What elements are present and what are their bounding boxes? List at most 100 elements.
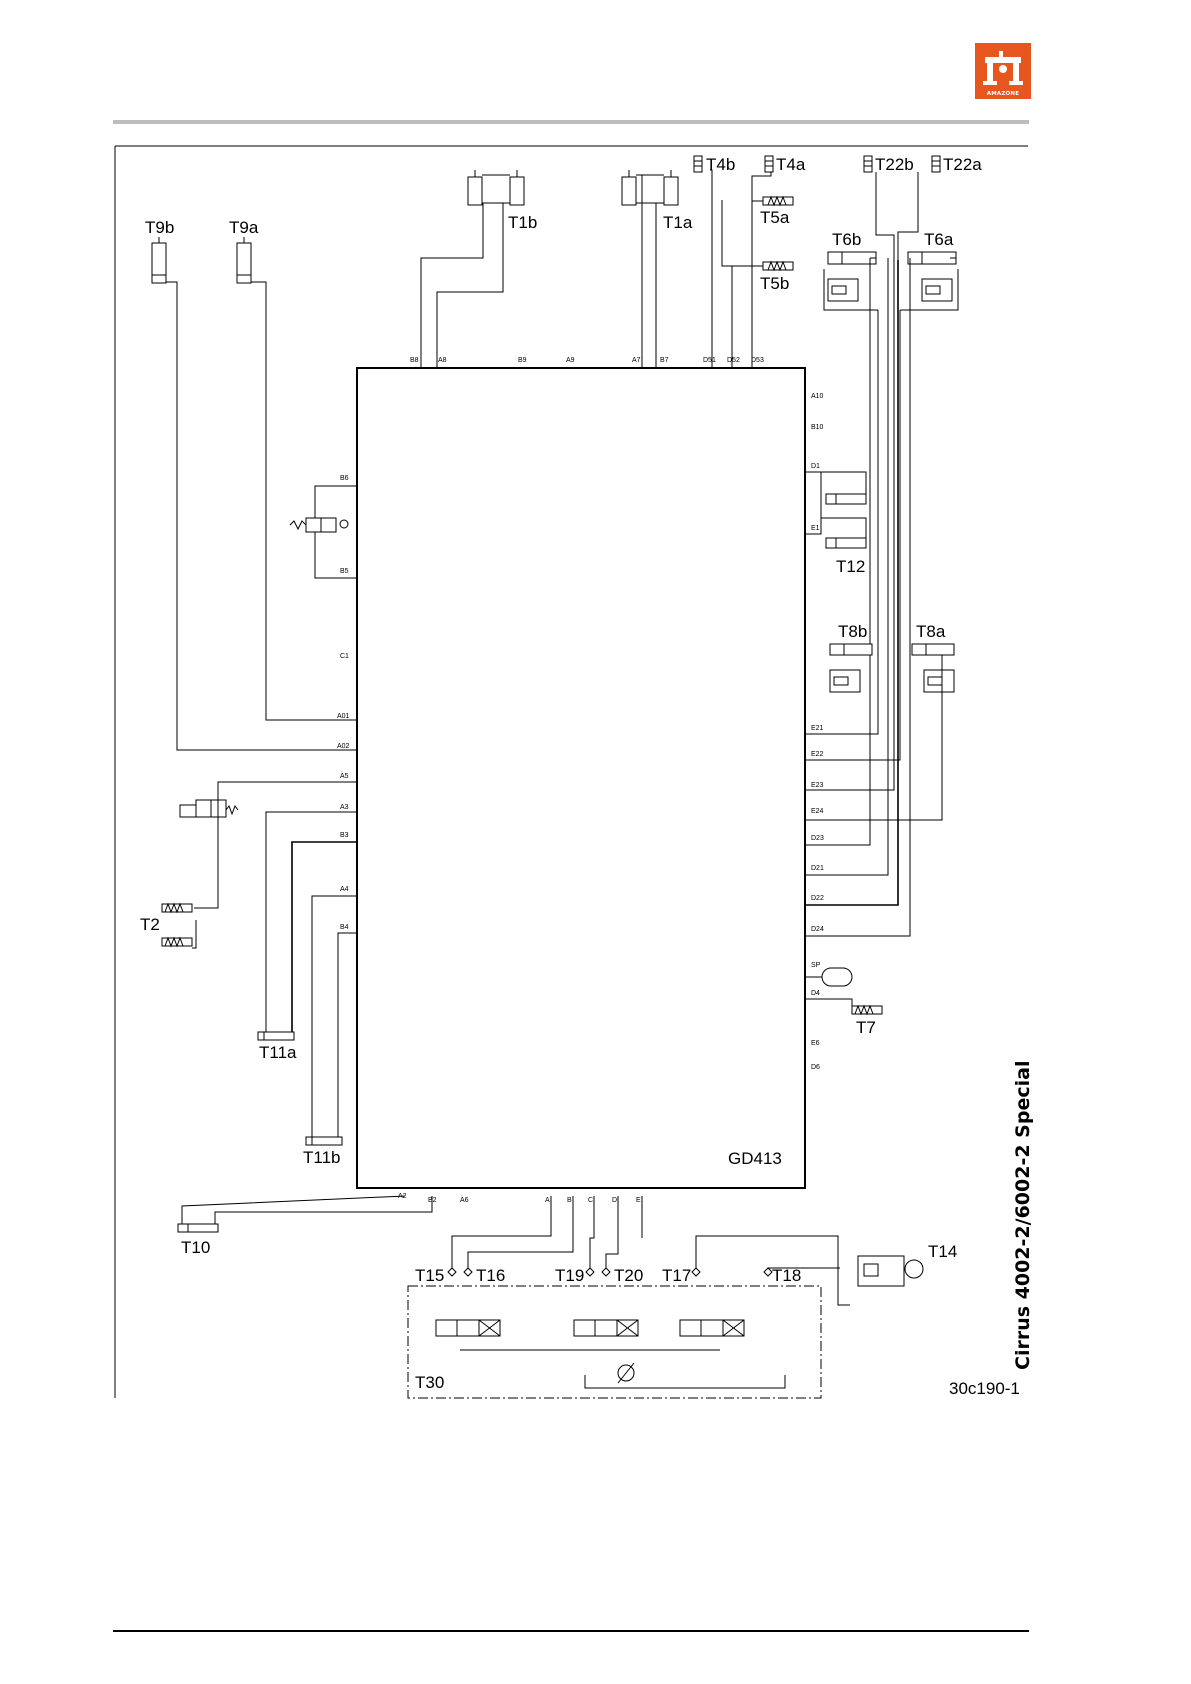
line-e24 [805,655,943,821]
label-t15: T15 [415,1266,444,1285]
label-t1b: T1b [508,213,537,232]
port-B7: B7 [660,357,669,364]
label-t12: T12 [836,557,865,576]
gd413-block [356,367,806,1189]
top-ports: B8 A8 B9 A9 A7 B7 D51 D52 D53 [410,357,764,364]
line-b4-t11b [337,932,357,1140]
port-A3: A3 [340,804,349,811]
label-t17: T17 [662,1266,691,1285]
t4a-sensor [764,155,774,173]
t4b-sensor [693,155,703,173]
line-d22 [805,260,899,906]
port-A4: A4 [340,886,349,893]
sp-accumulator [805,967,853,987]
block-label: GD413 [728,1149,782,1168]
t30-housing [407,1285,822,1399]
port-D6: D6 [811,1064,820,1071]
header-rule [113,120,1029,124]
line-c-t19 [589,1196,595,1268]
port-A02: A02 [337,743,350,750]
port-D22: D22 [811,895,824,902]
port-E22: E22 [811,751,824,758]
label-t19: T19 [555,1266,584,1285]
line-e23 [805,260,895,791]
port-C1: C1 [340,653,349,660]
port-E24: E24 [811,808,824,815]
label-t22b: T22b [875,155,914,174]
label-t5b: T5b [760,274,789,293]
port-D: D [612,1197,617,1204]
port-B3: B3 [340,832,349,839]
port-A: A [545,1197,550,1204]
line-d23 [805,258,871,846]
t8a-cylinder [911,643,955,693]
t10-cylinder [177,1223,219,1233]
t9b-cylinder [151,237,167,284]
line-t6b-loop [823,269,878,311]
port-D1: D1 [811,463,820,470]
left-ports: B6 B5 C1 A01 A02 A5 A3 B3 A4 B4 [337,475,350,931]
line-a5-t2 [194,781,357,909]
label-t4b: T4b [706,155,735,174]
label-t11b: T11b [303,1148,341,1167]
t6a-cylinder [907,251,957,302]
t12-cylinders [825,493,867,549]
label-t22a: T22a [943,155,982,174]
label-t9a: T9a [229,218,259,237]
amazone-logo-icon [983,51,1023,85]
port-D4: D4 [811,990,820,997]
t11b-cylinder [305,1136,343,1146]
port-B10: B10 [811,424,824,431]
label-t8b: T8b [838,622,867,641]
port-C: C [588,1197,593,1204]
b6-b5-valve [289,517,349,533]
label-t7: T7 [856,1018,876,1037]
bottom-ports: A2 B2 A6 A B C D E [398,1193,641,1204]
port-D53: D53 [751,357,764,364]
line-d24 [805,258,911,937]
port-B8: B8 [410,357,419,364]
label-t6b: T6b [832,230,861,249]
tank-line [584,1375,786,1389]
port-D51: D51 [703,357,716,364]
line-t5b [721,200,763,267]
amazone-logo: AMAZONE [975,43,1031,99]
line-t22a [897,172,919,260]
port-SP: SP [811,962,821,969]
t7-valve [851,1004,883,1016]
label-t11a: T11a [259,1043,297,1062]
port-A6: A6 [460,1197,469,1204]
line-b2-t10 [214,1196,433,1226]
port-E6: E6 [811,1040,820,1047]
t5b-valve [762,260,794,272]
label-t1a: T1a [663,213,693,232]
t14-pump [857,1255,924,1287]
logo-text: AMAZONE [986,91,1020,97]
port-D24: D24 [811,926,824,933]
line-d1-t12 [805,471,867,494]
port-B9: B9 [518,357,527,364]
couplers [447,1267,773,1277]
line-t9b-a02 [166,281,357,751]
label-t10: T10 [181,1238,210,1257]
label-t16: T16 [476,1266,505,1285]
label-t6a: T6a [924,230,954,249]
port-A7: A7 [632,357,641,364]
right-ports: A10 B10 D1 E1 E21 E22 E23 E24 D23 D21 D2… [811,393,824,1071]
line-t4b-d51 [710,169,713,368]
label-t5a: T5a [760,208,790,227]
port-B: B [567,1197,572,1204]
side-title: Cirrus 4002-2/6002-2 Special [1012,1060,1034,1370]
line-e21 [805,310,879,735]
port-E21: E21 [811,725,824,732]
line-a4-t11b [311,895,357,1140]
line-b3-t11a [291,841,357,1035]
line-b6 [314,485,357,518]
line-t22b [875,172,895,260]
label-t8a: T8a [916,622,946,641]
label-t20: T20 [614,1266,643,1285]
port-B6: B6 [340,475,349,482]
port-E: E [636,1197,641,1204]
line-e22 [805,310,901,761]
